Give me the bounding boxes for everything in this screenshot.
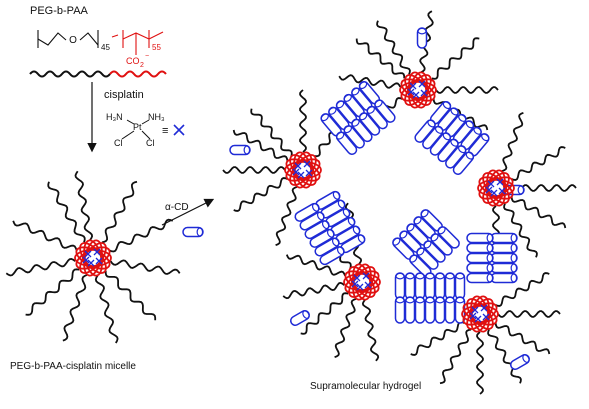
diagonal-arrow bbox=[161, 198, 215, 226]
cisplatin-cross-legend bbox=[173, 124, 185, 136]
hydrogel-peg-arms-5 bbox=[410, 272, 561, 395]
micelle bbox=[5, 170, 181, 344]
paa-repeat-unit bbox=[111, 30, 164, 55]
cd-stack-2 bbox=[414, 100, 490, 176]
free-cyclodextrin-2 bbox=[229, 144, 251, 156]
carboxylate-subscript: 2 bbox=[140, 62, 144, 69]
ammine-left: H₃N bbox=[106, 112, 123, 122]
free-cyclodextrin-4 bbox=[289, 310, 311, 326]
ether-oxygen: O bbox=[69, 35, 77, 46]
cd-stack-4 bbox=[392, 209, 460, 277]
cd-label: α-CD bbox=[165, 202, 189, 213]
hydrogel-core-5 bbox=[461, 295, 499, 333]
hydrogel-core-3 bbox=[477, 169, 515, 207]
chloride-left: Cl bbox=[114, 138, 123, 148]
hydrogel-core-1 bbox=[399, 71, 437, 109]
cd-stack-1 bbox=[320, 80, 396, 156]
cd-stack-5 bbox=[394, 272, 466, 324]
carboxylate-label: CO bbox=[126, 56, 140, 66]
equiv-symbol: ≡ bbox=[162, 125, 168, 137]
free-cyclodextrin-5 bbox=[509, 354, 531, 370]
hydrogel-caption: Supramolecular hydrogel bbox=[310, 381, 421, 392]
reagent-label: cisplatin bbox=[104, 89, 144, 101]
peg-repeat-unit bbox=[37, 30, 99, 48]
micelle-core bbox=[74, 239, 112, 277]
cisplatin-structure: H₃N NH₃ Pt Cl Cl bbox=[106, 112, 165, 148]
peg-block-wave bbox=[29, 70, 111, 78]
ammine-right: NH₃ bbox=[148, 112, 165, 122]
paa-repeat-count: 55 bbox=[152, 43, 161, 52]
cd-stack-6 bbox=[466, 232, 518, 284]
cyclodextrin-legend bbox=[182, 226, 204, 238]
micelle-peg-arms bbox=[5, 170, 181, 344]
paa-block-wave bbox=[109, 70, 167, 78]
platinum-atom: Pt bbox=[133, 122, 142, 132]
polymer-name: PEG-b-PAA bbox=[30, 5, 89, 17]
free-cyclodextrin-1 bbox=[416, 27, 428, 49]
micelle-caption: PEG-b-PAA-cisplatin micelle bbox=[10, 361, 136, 372]
hydrogel-core-4 bbox=[343, 263, 381, 301]
hydrogel-network bbox=[222, 10, 577, 395]
cd-stack-3 bbox=[294, 190, 366, 266]
carboxylate-charge: − bbox=[145, 53, 149, 60]
peg-repeat-count: 45 bbox=[101, 43, 110, 52]
hydrogel-core-2 bbox=[284, 151, 322, 189]
chloride-right: Cl bbox=[146, 138, 155, 148]
